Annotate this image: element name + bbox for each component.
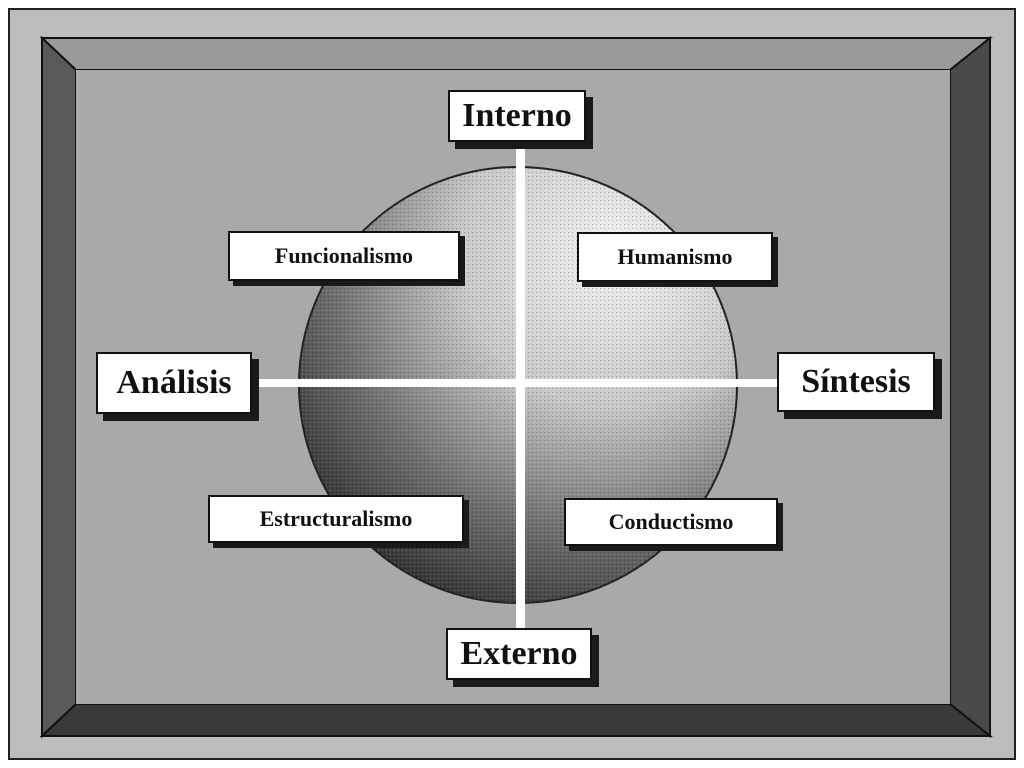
axis-label-top: Interno: [448, 90, 586, 142]
axis-label-right: Síntesis: [777, 352, 935, 412]
quadrant-label-top-left: Funcionalismo: [228, 231, 460, 281]
bevel-bottom: [39, 703, 993, 737]
axis-label-bottom: Externo: [446, 628, 592, 680]
quadrant-label-bottom-right: Conductismo: [564, 498, 778, 546]
quadrant-label-bottom-left: Estructuralismo: [208, 495, 464, 543]
vertical-axis: [516, 140, 525, 640]
horizontal-axis: [252, 379, 780, 387]
quadrant-label-top-right: Humanismo: [577, 232, 773, 282]
axis-label-left: Análisis: [96, 352, 252, 414]
